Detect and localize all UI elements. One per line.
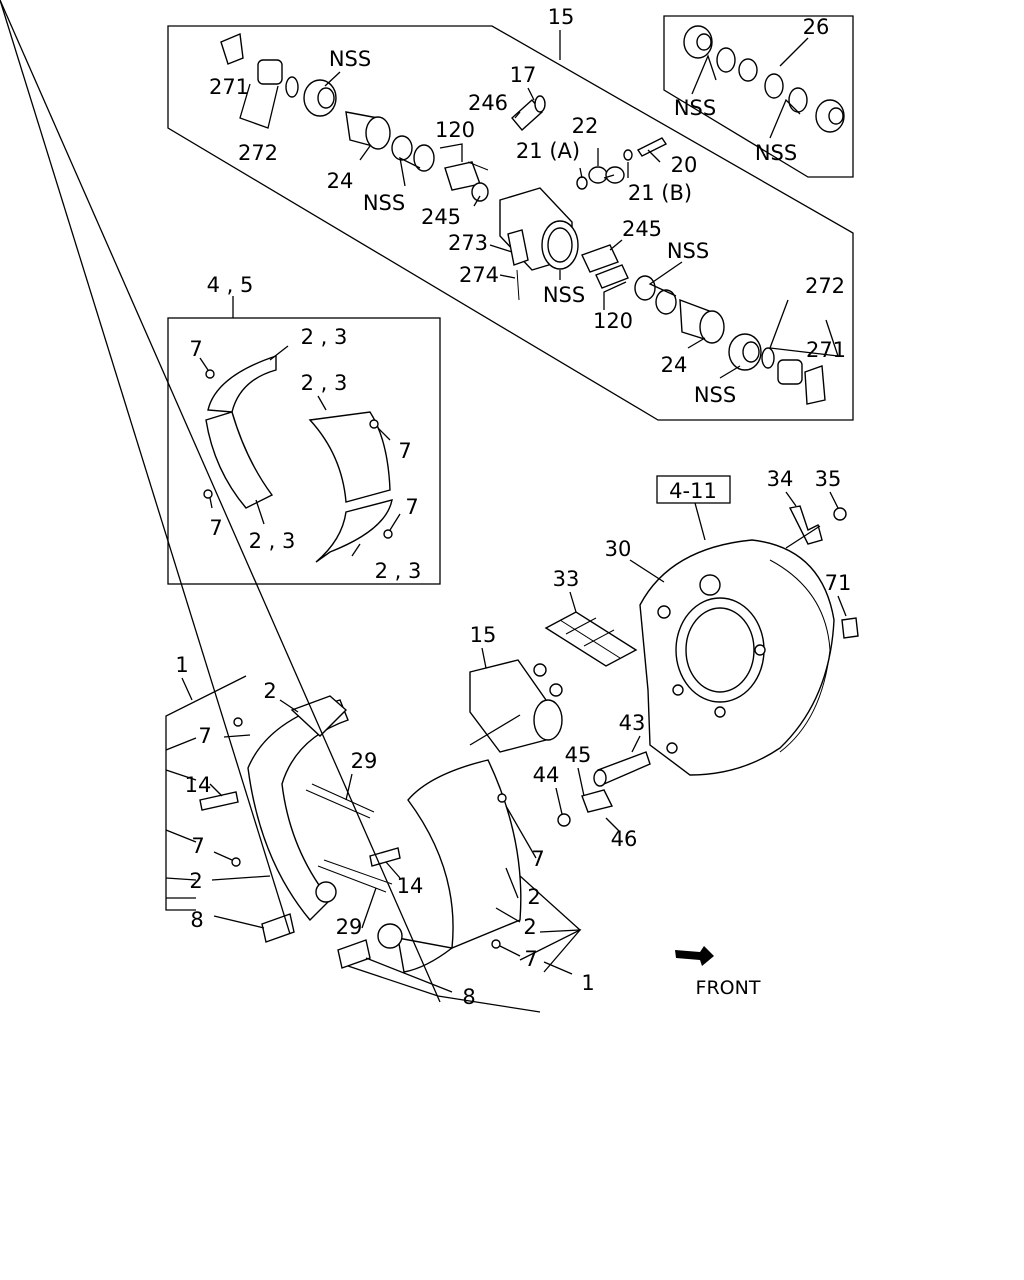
label-pin-2: 14: [397, 874, 424, 898]
label-anchor-pin: 43: [619, 711, 646, 735]
lining-kit-frame: [167, 317, 441, 585]
brake-shoes: [199, 695, 522, 973]
label-nss-1: NSS: [329, 47, 371, 71]
front-arrow-icon: [675, 946, 714, 966]
label-shoe-1: 2: [263, 679, 276, 703]
label-boot-retainer-lower: 271: [806, 338, 846, 362]
label-spring-upper: 245: [421, 205, 461, 229]
wheel-cylinder-assembly: [469, 647, 563, 753]
label-nss-7: NSS: [694, 383, 736, 407]
label-plug: 71: [825, 571, 852, 595]
label-shim: 33: [553, 567, 580, 591]
label-pin-1: 14: [185, 773, 212, 797]
wheel-cylinder-parts: [220, 32, 826, 405]
label-nss-2: NSS: [363, 191, 405, 215]
label-shoe-2: 2: [189, 869, 202, 893]
label-bleeder-cap: 246: [468, 91, 508, 115]
label-union-bolt: 20: [671, 153, 698, 177]
label-nss-6: NSS: [667, 239, 709, 263]
label-nss-5: NSS: [543, 283, 585, 307]
label-shoe-4: 2: [523, 915, 536, 939]
label-boot-upper: 272: [238, 141, 278, 165]
label-lining-1: 2 , 3: [301, 325, 348, 349]
label-cover: 30: [605, 537, 632, 561]
label-bushing-2: 8: [462, 985, 475, 1009]
label-rivet-7: 7: [531, 847, 544, 871]
label-washer-a: 21 (A): [516, 139, 580, 163]
label-rivet-4: 7: [209, 516, 222, 540]
label-lock-plate: 45: [565, 743, 592, 767]
back-plate: [629, 502, 835, 776]
label-nss-4: NSS: [755, 141, 797, 165]
label-bleeder-screw: 17: [510, 63, 537, 87]
bleeder-kit-parts: [683, 25, 845, 133]
label-bracket: 34: [767, 467, 794, 491]
leader-lines-bottom: [0, 0, 582, 1013]
label-nss-3: NSS: [674, 96, 716, 120]
label-wheel-cylinder: 15: [470, 623, 497, 647]
lining-kit-parts: [199, 345, 401, 563]
bleeder-kit-frame: [663, 15, 854, 178]
label-boot-lower: 272: [805, 274, 845, 298]
label-lining-2: 2 , 3: [301, 371, 348, 395]
label-screw: 35: [815, 467, 842, 491]
label-spring-lower: 245: [622, 217, 662, 241]
label-clip-bolt: 274: [459, 263, 499, 287]
label-union: 22: [572, 114, 599, 138]
label-return-spring-1: 29: [351, 749, 378, 773]
label-rivet-8: 7: [524, 947, 537, 971]
leader-lines-top: [239, 54, 839, 379]
label-wheel-cylinder-assy: 15: [548, 5, 575, 29]
label-rivet-6: 7: [191, 834, 204, 858]
label-plate: 46: [611, 827, 638, 851]
wheel-cylinder-frame: [167, 25, 854, 421]
label-boot-retainer-upper: 271: [209, 75, 249, 99]
label-return-spring-2: 29: [336, 915, 363, 939]
label-adjuster-lower: 120: [593, 309, 633, 333]
label-piston-upper: 24: [327, 169, 354, 193]
label-anchor-bolt: 44: [533, 763, 560, 787]
label-adjuster-upper: 120: [435, 118, 475, 142]
label-lining-3: 2 , 3: [249, 529, 296, 553]
label-shoe-assy-2: 1: [581, 971, 594, 995]
label-rivet-3: 7: [405, 495, 418, 519]
label-washer-b: 21 (B): [628, 181, 692, 205]
part-labels: 15 26 17 246 NSS 271 272 24 NSS 120 245 …: [175, 5, 851, 1009]
anchor-parts: [555, 735, 651, 833]
bracket-parts: [785, 491, 859, 639]
back-plate-ref-box: [656, 475, 731, 504]
label-bleeder-kit: 26: [803, 15, 830, 39]
label-rivet-5: 7: [198, 724, 211, 748]
label-lining-kit: 4 , 5: [207, 273, 254, 297]
label-rivet-1: 7: [189, 337, 202, 361]
label-clip: 273: [448, 231, 488, 255]
label-back-plate-ref: 4-11: [669, 479, 717, 503]
label-shoe-assy-1: 1: [175, 653, 188, 677]
label-piston-lower: 24: [661, 353, 688, 377]
label-bushing-1: 8: [190, 908, 203, 932]
label-shoe-3: 2: [527, 885, 540, 909]
shim-part: [544, 591, 638, 667]
label-lining-4: 2 , 3: [375, 559, 422, 583]
label-rivet-2: 7: [398, 439, 411, 463]
label-front: FRONT: [696, 977, 761, 999]
